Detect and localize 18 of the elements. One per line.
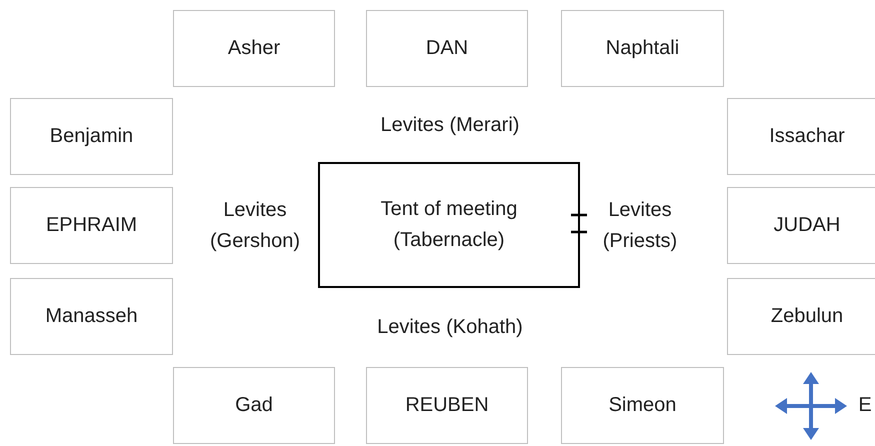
tribe-box: Benjamin [10,98,173,175]
levite-label: Levites (Merari) [380,113,520,138]
tribe-box: JUDAH [727,187,875,264]
tribe-box: Asher [173,10,335,87]
tribe-box: Gad [173,367,335,444]
levite-label: Levites (Gershon) [208,198,302,254]
tribe-box: EPHRAIM [10,187,173,264]
direction-label: E [857,393,873,418]
tribe-box: REUBEN [366,367,528,444]
tribe-box: Manasseh [10,278,173,355]
tribe-box: Simeon [561,367,724,444]
tribe-box: Naphtali [561,10,724,87]
tribe-box: Zebulun [727,278,875,355]
tent-box: Tent of meeting (Tabernacle) [318,162,580,288]
tribe-box: DAN [366,10,528,87]
levite-label: Levites (Kohath) [376,315,524,340]
tribe-box: Issachar [727,98,875,175]
levite-label: Levites (Priests) [602,198,678,254]
